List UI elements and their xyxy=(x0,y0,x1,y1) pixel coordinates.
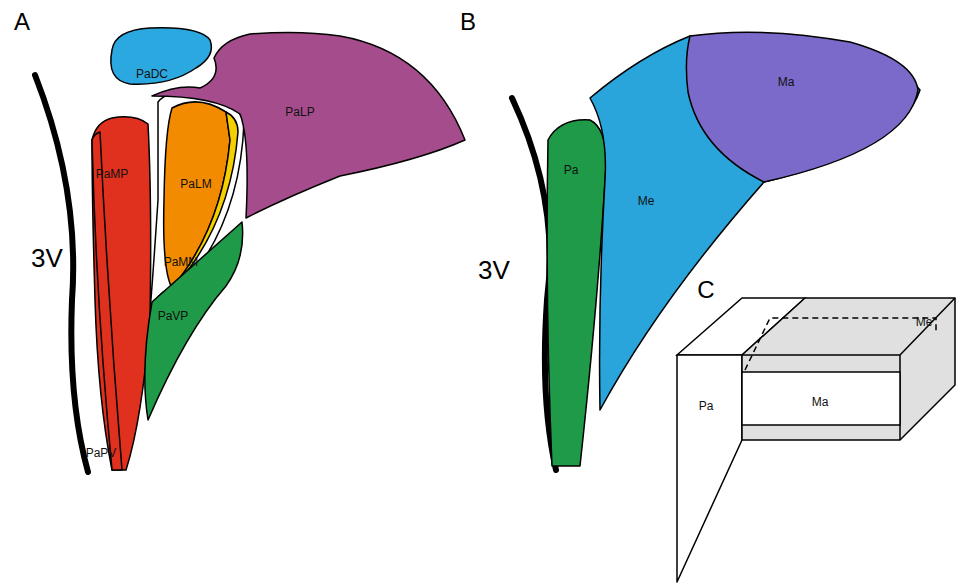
region-shape xyxy=(145,222,243,420)
region-label: Ma xyxy=(812,396,829,408)
brain-region: PaPV xyxy=(80,130,125,472)
brain-region: PaDC xyxy=(105,26,215,90)
ventricle-label: 3V xyxy=(478,257,510,283)
region-label: Me xyxy=(638,195,655,207)
brain-region: PaMPPaPV xyxy=(90,112,152,472)
brain-region: Pa xyxy=(544,116,608,468)
brain-region: Ma xyxy=(684,28,922,184)
region-label: PaLM xyxy=(180,178,211,190)
box-edge xyxy=(745,318,936,370)
region-shape xyxy=(547,120,606,466)
panel-letter: A xyxy=(14,10,30,34)
region-label: Me xyxy=(916,316,933,328)
region-label: PaMM xyxy=(164,256,199,268)
region-label: Ma xyxy=(778,76,795,88)
region-label: Pa xyxy=(699,400,714,412)
region-outline xyxy=(138,218,248,423)
region-label: PaVP xyxy=(158,310,189,322)
brain-region: MeMa xyxy=(740,296,957,442)
panel-letter: B xyxy=(460,10,476,34)
region-outline xyxy=(676,354,744,584)
region-outline xyxy=(105,26,215,90)
region-shape xyxy=(677,355,742,582)
region-label: PaMP xyxy=(96,168,129,180)
brain-region: Ma xyxy=(742,372,900,425)
region-shape xyxy=(742,298,955,440)
region-outline xyxy=(80,130,125,472)
region-label: PaPV xyxy=(86,447,117,459)
ventricle-label: 3V xyxy=(31,245,63,271)
brain-region: Pa xyxy=(676,354,744,584)
region-shape xyxy=(686,32,918,182)
region-outline xyxy=(684,28,922,184)
region-shape xyxy=(111,28,212,84)
region-label: Pa xyxy=(564,164,579,176)
region-shape xyxy=(92,132,122,470)
region-shape xyxy=(92,117,151,470)
region-label: PaDC xyxy=(136,68,168,80)
brain-region: PaVP xyxy=(138,218,248,423)
panel-letter: C xyxy=(697,278,714,302)
box-edge xyxy=(742,298,955,440)
region-shape xyxy=(742,372,900,425)
ventricle-wall xyxy=(35,75,88,472)
region-label: PaLP xyxy=(285,106,314,118)
